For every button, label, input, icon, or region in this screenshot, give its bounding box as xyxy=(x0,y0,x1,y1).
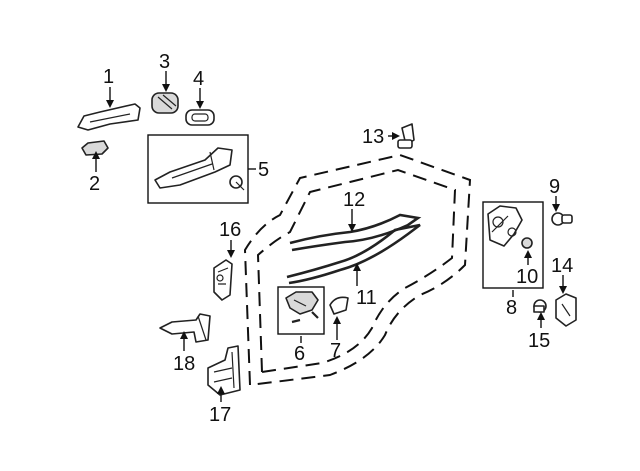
inside-handle-part xyxy=(285,291,319,324)
leader-lines xyxy=(92,71,567,402)
door-outline xyxy=(243,153,472,387)
callout-1: 1 xyxy=(103,66,114,88)
callout-18: 18 xyxy=(173,353,195,375)
handle-cap-part xyxy=(81,140,109,156)
callout-17: 17 xyxy=(209,404,231,426)
upper-hinge-part xyxy=(159,313,211,343)
control-cable-part xyxy=(289,213,422,252)
handle-pad-part xyxy=(151,92,179,114)
callout-12: 12 xyxy=(343,189,365,211)
callout-3: 3 xyxy=(159,51,170,73)
screw-part xyxy=(533,299,547,313)
callout-4: 4 xyxy=(193,68,204,90)
handle-cover-part xyxy=(329,296,349,315)
callout-labels: 1 2 3 4 5 6 7 8 9 10 11 12 13 14 15 16 1… xyxy=(89,51,573,426)
callout-14: 14 xyxy=(551,255,573,277)
door-lock-part xyxy=(487,205,523,247)
callout-8: 8 xyxy=(506,297,517,319)
outside-handle-part xyxy=(77,103,141,131)
control-rod-part xyxy=(286,223,421,285)
lock-assembly-box xyxy=(482,201,544,289)
callout-16: 16 xyxy=(219,219,241,241)
door-check-part xyxy=(213,259,233,301)
callout-11: 11 xyxy=(356,287,377,309)
callout-6: 6 xyxy=(294,343,305,365)
bolt-part xyxy=(551,212,573,226)
callout-9: 9 xyxy=(549,176,560,198)
callout-10: 10 xyxy=(516,266,538,288)
handle-frame-part xyxy=(154,147,245,191)
callout-15: 15 xyxy=(528,330,550,352)
grommet-part xyxy=(521,237,533,249)
callout-5: 5 xyxy=(258,159,269,181)
callout-13: 13 xyxy=(362,126,384,148)
stud-part xyxy=(397,123,415,149)
callout-7: 7 xyxy=(330,340,341,362)
lower-hinge-part xyxy=(207,345,241,396)
inside-handle-box xyxy=(277,286,325,335)
striker-part xyxy=(555,293,577,327)
callout-2: 2 xyxy=(89,173,100,195)
bezel-part xyxy=(185,109,215,126)
